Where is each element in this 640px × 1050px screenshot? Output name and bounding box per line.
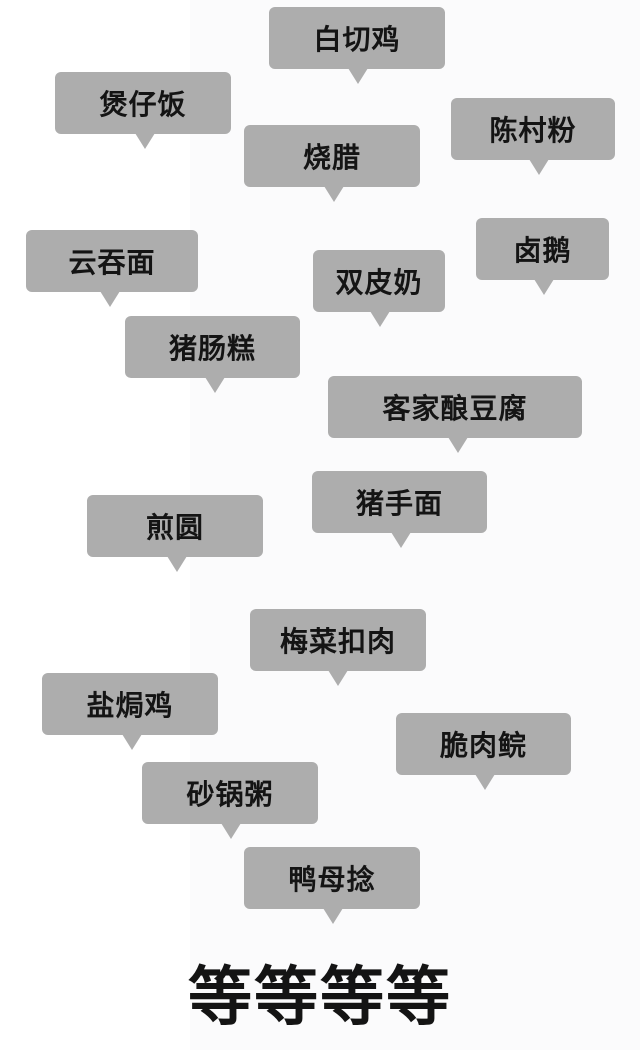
bubble-label: 双皮奶: [335, 266, 423, 299]
bubble-zhuchanggao: 猪肠糕: [125, 316, 300, 393]
bubble-label: 卤鹅: [513, 234, 572, 267]
bubble-baozaifan: 煲仔饭: [55, 72, 231, 149]
bubble-tail: [205, 377, 225, 393]
bubble-label: 白切鸡: [313, 23, 401, 56]
bubble-yuntunmian: 云吞面: [26, 230, 198, 307]
bubble-tail: [534, 279, 554, 295]
bubble-tail: [100, 291, 120, 307]
caption-text: 等等等等: [188, 961, 452, 1035]
bubble-label: 烧腊: [302, 141, 361, 174]
bubble-tail: [529, 159, 549, 175]
bubble-jianyuan: 煎圆: [87, 495, 263, 572]
bubble-tail: [167, 556, 187, 572]
bubble-shaola: 烧腊: [244, 125, 420, 202]
bubble-tail: [324, 186, 344, 202]
bubble-tail: [122, 734, 142, 750]
bubble-yamunian: 鸭母捻: [244, 847, 420, 924]
bubble-tail: [328, 670, 348, 686]
bubble-tail: [221, 823, 241, 839]
bubble-lue: 卤鹅: [476, 218, 609, 295]
bubble-tail: [475, 774, 495, 790]
bubble-tail: [391, 532, 411, 548]
bubble-label: 猪肠糕: [168, 332, 256, 365]
bubble-label: 盐焗鸡: [86, 689, 174, 722]
bubble-tail: [348, 68, 368, 84]
bubble-label: 客家酿豆腐: [382, 392, 528, 425]
bubble-chencunfen: 陈村粉: [451, 98, 615, 175]
bubble-tail: [135, 133, 155, 149]
bubble-shuangpinai: 双皮奶: [313, 250, 445, 327]
bubble-label: 陈村粉: [489, 114, 577, 147]
bubble-label: 砂锅粥: [186, 778, 274, 811]
bubble-label: 鸭母捻: [288, 863, 376, 896]
bubble-cuirouhuan: 脆肉鲩: [396, 713, 571, 790]
bubble-tail: [323, 908, 343, 924]
bubble-kejianiangdoufu: 客家酿豆腐: [328, 376, 582, 453]
bubble-tail: [448, 437, 468, 453]
bubble-shaguozhou: 砂锅粥: [142, 762, 318, 839]
bubble-label: 云吞面: [68, 246, 156, 279]
bubble-label: 脆肉鲩: [439, 729, 527, 762]
bubble-label: 煲仔饭: [99, 88, 187, 121]
bubble-baiqieji: 白切鸡: [269, 7, 445, 84]
bubble-label: 梅菜扣肉: [279, 625, 396, 658]
bubble-label: 猪手面: [355, 487, 443, 520]
bubble-tail: [370, 311, 390, 327]
bubble-zhushoumian: 猪手面: [312, 471, 487, 548]
bubble-yanjuji: 盐焗鸡: [42, 673, 218, 750]
bubble-meicaikourou: 梅菜扣肉: [250, 609, 426, 686]
bubble-label: 煎圆: [145, 511, 204, 544]
